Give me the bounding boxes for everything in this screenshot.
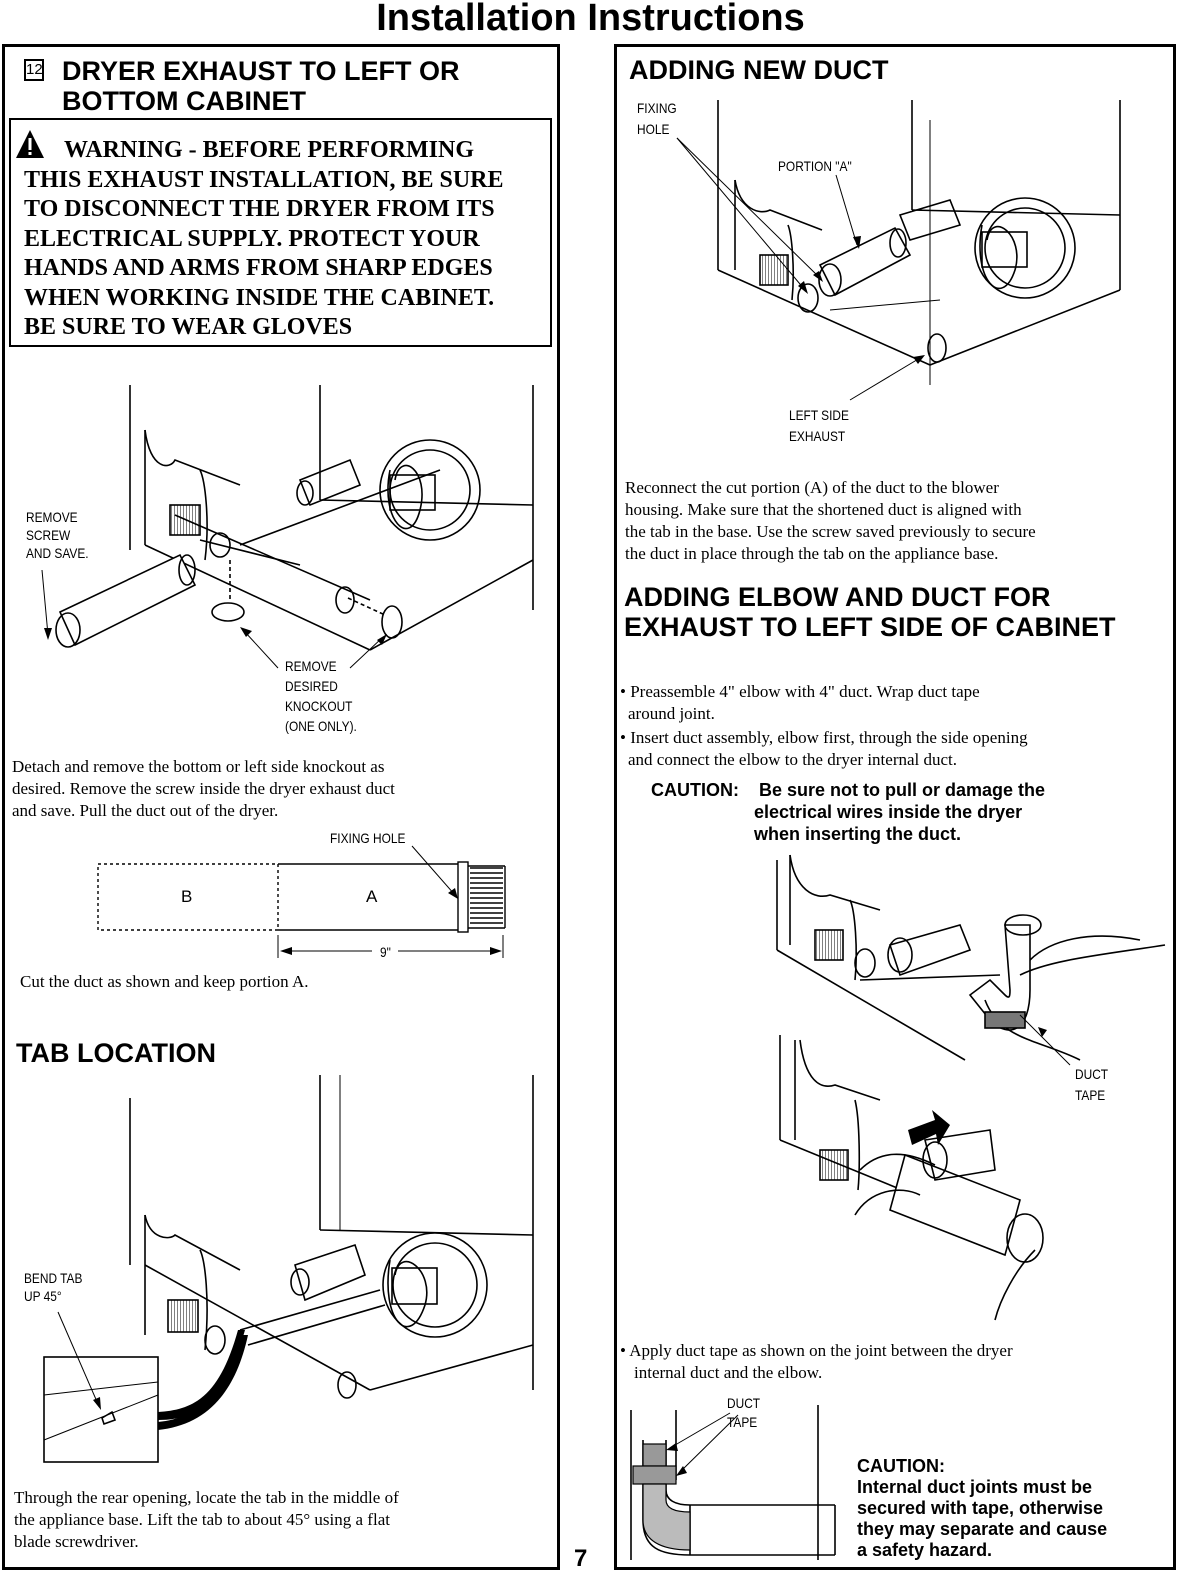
warning-box [9,118,552,347]
section-heading-adding-new-duct: ADDING NEW DUCT [629,55,889,85]
label-left-side-exhaust: LEFT SIDE EXHAUST [789,407,849,444]
label-duct-tape-2: DUCT TAPE [727,1395,761,1430]
label-bend-tab: BEND TAB UP 45° [24,1270,83,1304]
paragraph-cut-duct: Cut the duct as shown and keep portion A… [20,972,309,991]
bullet-apply-tape: • Apply duct tape as shown on the joint … [620,1341,1013,1382]
paragraph-tab-location: Through the rear opening, locate the tab… [14,1488,399,1551]
label-duct-tape-1: DUCT TAPE [1075,1066,1109,1103]
section-heading-tab-location: TAB LOCATION [16,1038,216,1068]
label-fixing-hole-cut: FIXING HOLE [330,830,406,846]
label-remove-screw: REMOVE SCREW AND SAVE. [26,509,89,561]
label-remove-knockout: REMOVE DESIRED KNOCKOUT (ONE ONLY). [285,658,357,734]
label-dimension-9in: 9" [380,944,391,960]
page-number: 7 [574,1545,588,1572]
section-heading-elbow-duct: ADDING ELBOW AND DUCT FOR EXHAUST TO LEF… [624,582,1116,642]
bullet-insert-duct: • Insert duct assembly, elbow first, thr… [620,728,1028,769]
paragraph-detach-knockout: Detach and remove the bottom or left sid… [12,757,395,820]
bullet-preassemble: • Preassemble 4" elbow with 4" duct. Wra… [620,682,980,723]
section-heading-dryer-exhaust: DRYER EXHAUST TO LEFT OR BOTTOM CABINET [62,56,460,116]
left-column-panel [2,44,560,1570]
caution-wires-label: CAUTION: [651,780,739,800]
label-portion-a: A [366,887,378,906]
step-number-badge: 12 [24,59,44,81]
page-title: Installation Instructions [376,0,805,39]
paragraph-reconnect: Reconnect the cut portion (A) of the duc… [625,478,1036,563]
warning-text: WARNING - BEFORE PERFORMING THIS EXHAUST… [24,137,504,340]
label-portion-b: B [181,887,193,906]
label-portion-a: PORTION "A" [778,158,852,174]
caution-wires-text: Be sure not to pull or damage the electr… [754,780,1046,844]
caution-joint-tape: CAUTION: Internal duct joints must be se… [857,1456,1108,1560]
right-column-panel [614,44,1176,1570]
label-fixing-hole: FIXING HOLE [637,100,677,137]
